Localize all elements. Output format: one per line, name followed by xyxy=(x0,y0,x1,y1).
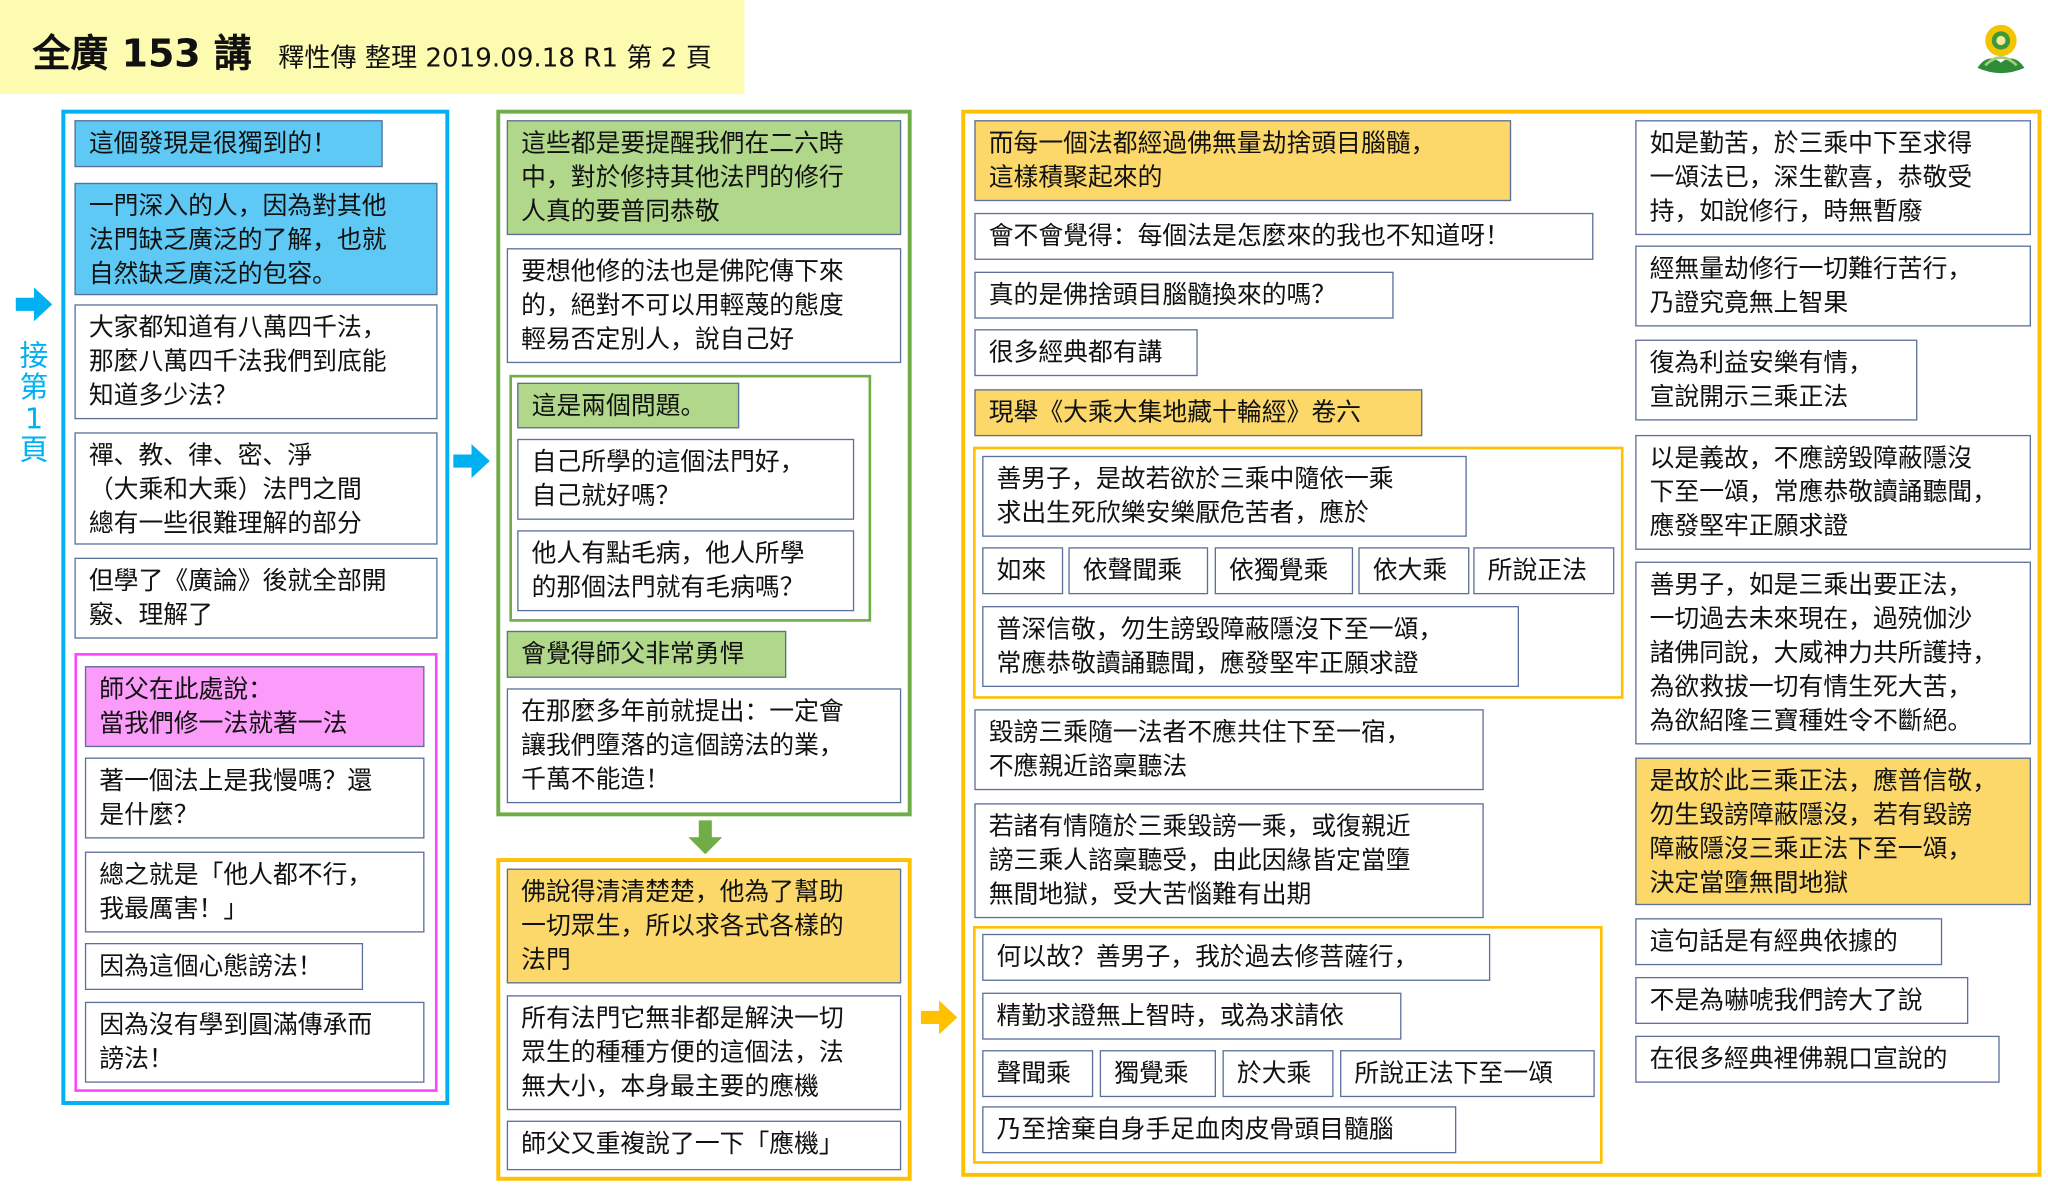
right-arrow-icon xyxy=(15,287,53,322)
note-box: 精勤求證無上智時，或為求請依 xyxy=(982,992,1402,1040)
note-box: 禪、教、律、密、淨 （大乘和大乘）法門之間 總有一些很難理解的部分 xyxy=(74,432,438,545)
note-box: 會不會覺得：每個法是怎麼來的我也不知道呀！ xyxy=(974,212,1594,260)
note-box: 很多經典都有講 xyxy=(974,329,1198,377)
note-box: 佛說得清清楚楚，他為了幫助 一切眾生，所以求各式各樣的 法門 xyxy=(506,868,902,984)
note-box: 如是勤苦，於三乘中下至求得 一頌法已，深生歡喜，恭敬受 持，如說修行，時無暫廢 xyxy=(1635,120,2031,236)
note-box: 所說正法下至一頌 xyxy=(1340,1050,1595,1098)
note-box: 這個發現是很獨到的！ xyxy=(74,120,383,168)
note-box: 會覺得師父非常勇悍 xyxy=(506,630,787,678)
note-box: 要想他修的法也是佛陀傳下來 的，絕對不可以用輕蔑的態度 輕易否定別人，說自己好 xyxy=(506,248,902,364)
note-box: 以是義故，不應謗毀障蔽隱沒 下至一頌，常應恭敬讀誦聽聞， 應發堅牢正願求證 xyxy=(1635,434,2031,550)
note-box: 依獨覺乘 xyxy=(1214,547,1354,595)
note-box: 若諸有情隨於三乘毀謗一乘，或復親近 謗三乘人諮稟聽受，由此因緣皆定當墮 無間地獄… xyxy=(974,803,1484,919)
note-box: 是故於此三乘正法，應普信敬， 勿生毀謗障蔽隱沒，若有毀謗 障蔽隱沒三乘正法下至一… xyxy=(1635,757,2031,906)
note-box: 因為這個心態謗法！ xyxy=(84,943,364,991)
note-box: 聲聞乘 xyxy=(982,1050,1094,1098)
note-box: 一門深入的人，因為對其他 法門缺乏廣泛的了解，也就 自然缺乏廣泛的包容。 xyxy=(74,182,438,296)
green-group-frame xyxy=(509,374,872,622)
note-box: 這句話是有經典依據的 xyxy=(1635,918,1943,966)
note-box: 現舉《大乘大集地藏十輪經》卷六 xyxy=(974,389,1423,437)
note-box: 在很多經典裡佛親口宣說的 xyxy=(1635,1035,2000,1083)
page-subtitle: 釋性傳 整理 2019.09.18 R1 第 2 頁 xyxy=(278,41,712,74)
note-box: 善男子，是故若欲於三乘中隨依一乘 求出生死欣樂安樂厭危苦者，應於 xyxy=(982,455,1467,537)
note-box: 不是為嚇唬我們誇大了說 xyxy=(1635,976,1969,1024)
note-box: 經無量劫修行一切難行苦行， 乃證究竟無上智果 xyxy=(1635,245,2031,327)
note-box: 總之就是「他人都不行， 我最厲害！」 xyxy=(84,851,425,933)
note-box: 而每一個法都經過佛無量劫捨頭目腦髓， 這樣積聚起來的 xyxy=(974,120,1512,202)
note-box: 如來 xyxy=(982,547,1064,595)
note-box: 著一個法上是我慢嗎？還 是什麼？ xyxy=(84,757,425,839)
note-box: 普深信敬，勿生謗毀障蔽隱沒下至一頌， 常應恭敬讀誦聽聞，應發堅牢正願求證 xyxy=(982,606,1519,688)
sutra-quote-group-1 xyxy=(973,446,1624,699)
lotus-logo-icon xyxy=(1977,24,2025,74)
page-title: 全廣 153 講 xyxy=(32,31,252,76)
note-box: 善男子，如是三乘出要正法， 一切過去未來現在，過殑伽沙 諸佛同說，大威神力共所護… xyxy=(1635,561,2031,745)
note-box: 但學了《廣論》後就全部開 竅、理解了 xyxy=(74,557,438,639)
note-box: 何以故？善男子，我於過去修菩薩行， xyxy=(982,933,1491,981)
note-box: 於大乘 xyxy=(1222,1050,1334,1098)
header-banner: 全廣 153 講 釋性傳 整理 2019.09.18 R1 第 2 頁 xyxy=(0,0,745,95)
right-arrow-icon xyxy=(920,1000,958,1035)
continued-from-page-1: 接 第 1 頁 xyxy=(19,340,49,468)
note-box: 乃至捨棄自身手足血肉皮骨頭目髓腦 xyxy=(982,1106,1457,1154)
note-box: 這是兩個問題。 xyxy=(517,382,740,429)
note-box: 師父又重複說了一下「應機」 xyxy=(506,1120,902,1171)
pink-group-frame xyxy=(74,653,438,1092)
note-box: 所有法門它無非都是解決一切 眾生的種種方便的這個法，法 無大小，本身最主要的應機 xyxy=(506,995,902,1111)
note-box: 毀謗三乘隨一法者不應共住下至一宿， 不應親近諮稟聽法 xyxy=(974,709,1484,791)
note-box: 依大乘 xyxy=(1358,547,1470,595)
note-box: 師父在此處說： 當我們修一法就著一法 xyxy=(84,666,425,748)
column-2-frame xyxy=(496,109,912,817)
right-arrow-icon xyxy=(453,444,490,479)
note-box: 自己所學的這個法門好， 自己就好嗎？ xyxy=(517,438,855,520)
note-box: 他人有點毛病，他人所學 的那個法門就有毛病嗎？ xyxy=(517,530,855,612)
note-box: 在那麼多年前就提出：一定會 讓我們墮落的這個謗法的業， 千萬不能造！ xyxy=(506,688,902,804)
note-box: 依聲聞乘 xyxy=(1068,547,1209,595)
column-3-frame xyxy=(961,109,2042,1177)
sutra-quote-group-2 xyxy=(973,926,1603,1164)
column-1-frame xyxy=(61,109,450,1105)
note-box: 復為利益安樂有情， 宣說開示三乘正法 xyxy=(1635,339,1918,421)
note-box: 這些都是要提醒我們在二六時 中，對於修持其他法門的修行 人真的要普同恭敬 xyxy=(506,120,902,236)
note-box: 所說正法 xyxy=(1473,547,1615,595)
column-2-lower-frame xyxy=(496,858,912,1181)
note-box: 因為沒有學到圓滿傳承而 謗法！ xyxy=(84,1001,425,1083)
down-arrow-icon xyxy=(688,820,723,855)
note-box: 真的是佛捨頭目腦髓換來的嗎？ xyxy=(974,271,1394,319)
note-box: 獨覺乘 xyxy=(1099,1050,1216,1098)
note-box: 大家都知道有八萬四千法， 那麼八萬四千法我們到底能 知道多少法？ xyxy=(74,304,438,420)
